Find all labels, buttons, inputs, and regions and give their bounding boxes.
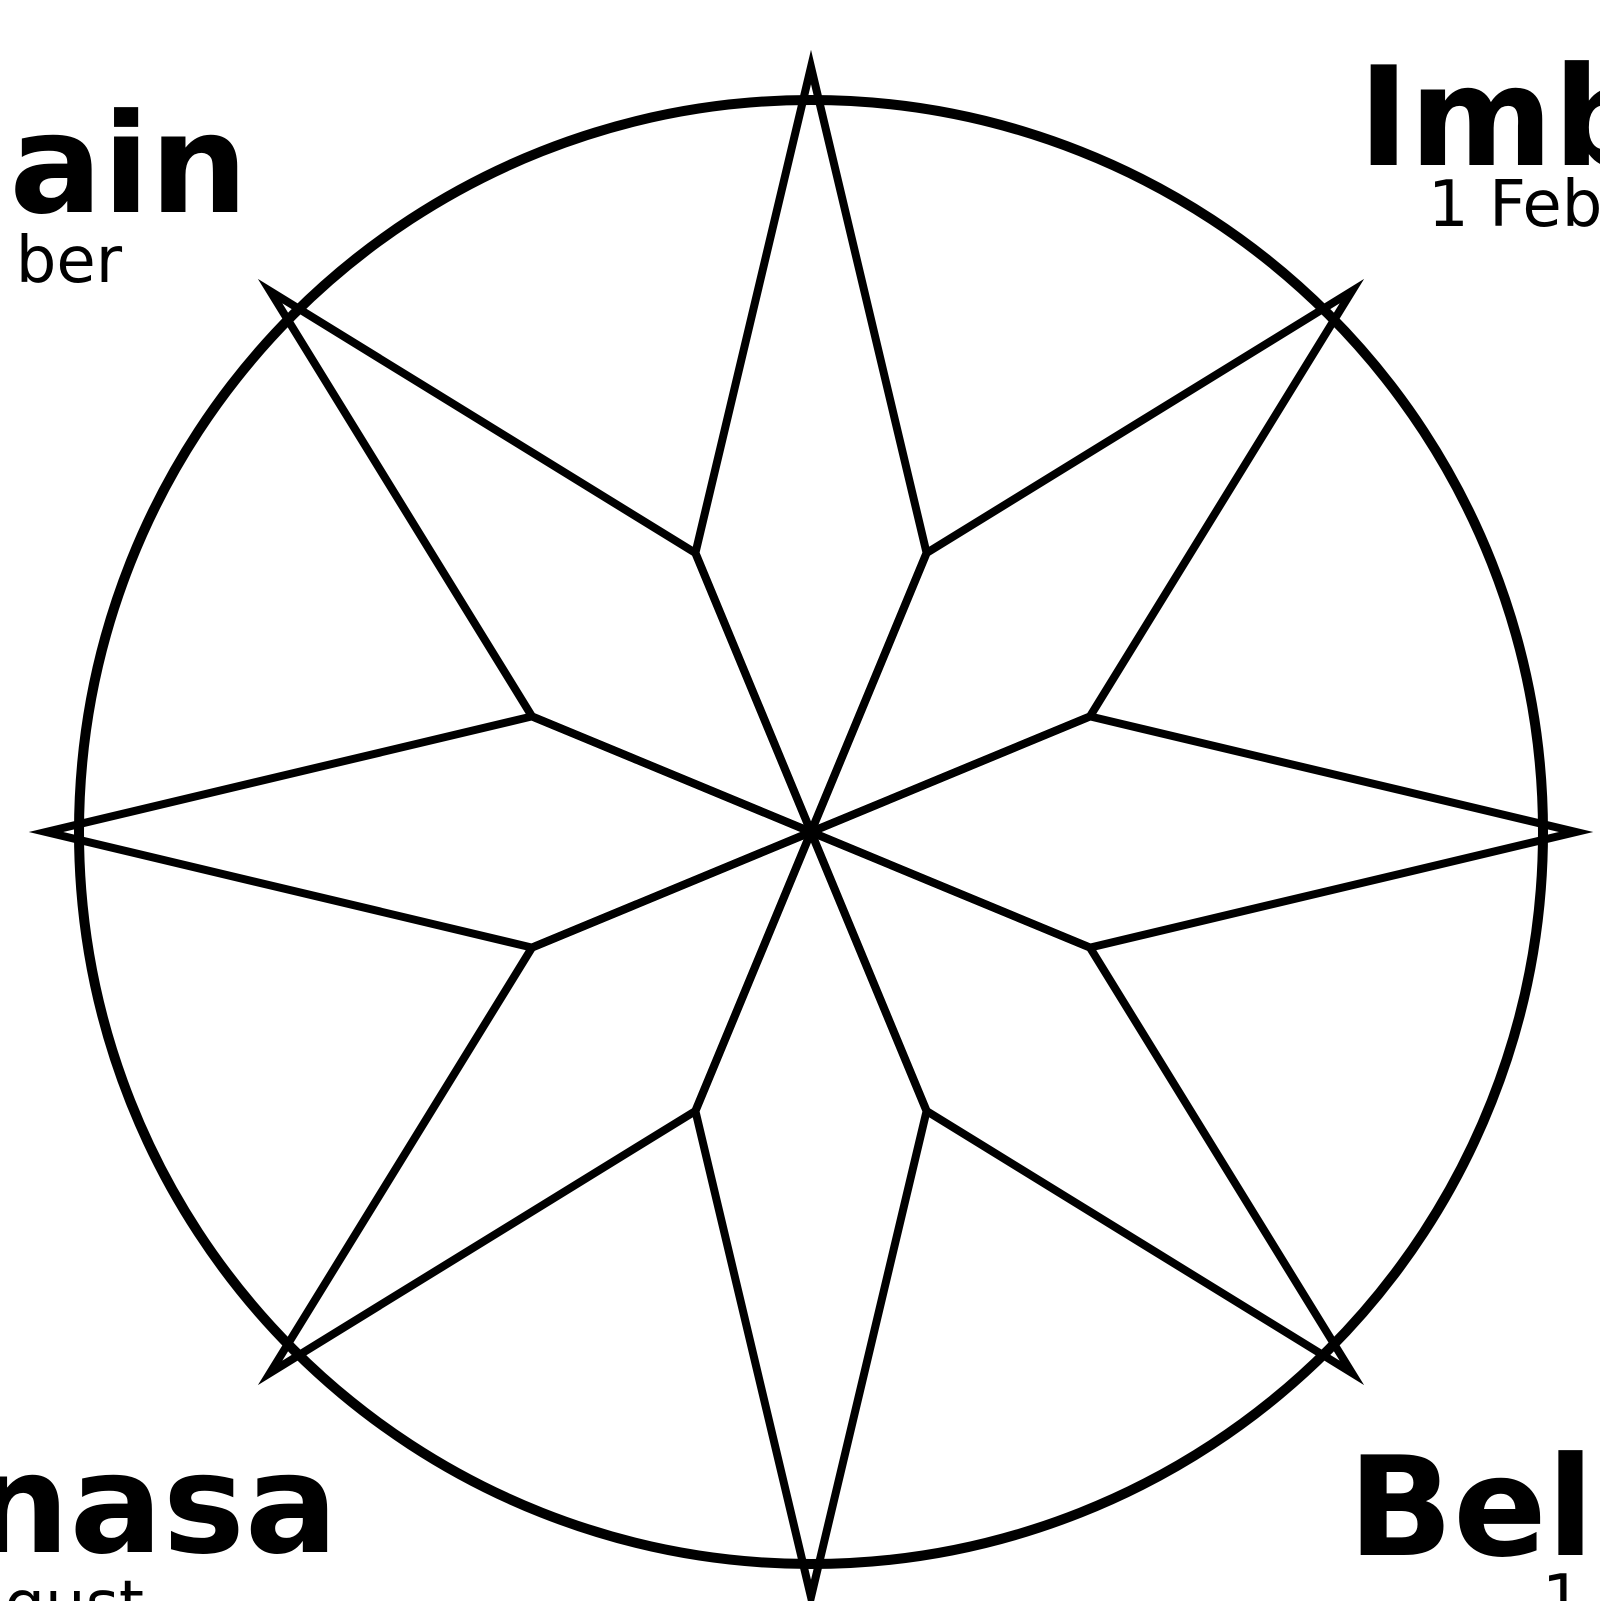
festival-date-beltane: 1 [1542, 1562, 1583, 1601]
festival-date-lughnasa: gust [4, 1568, 144, 1601]
festival-imbolc: Imb 1 Feb [1358, 37, 1600, 242]
festival-name-lughnasa: nasa [0, 1424, 338, 1585]
festival-beltane: Bel 1 [1348, 1427, 1594, 1601]
star-point-w [28, 712, 822, 952]
festival-name-beltane: Bel [1348, 1427, 1594, 1588]
star-point-s [691, 821, 931, 1601]
star-point-se [803, 824, 1365, 1386]
festival-lughnasa: nasa gust [0, 1424, 338, 1601]
star-point-e [800, 712, 1594, 952]
festival-date-imbolc: 1 Feb [1428, 168, 1600, 242]
star-point-nw [257, 278, 819, 840]
festival-samhain: hain ber [0, 84, 248, 298]
star-point-ne [803, 278, 1365, 840]
eight-pointed-star [28, 49, 1594, 1601]
festival-date-samhain: ber [16, 224, 123, 298]
festival-name-samhain: hain [0, 84, 248, 245]
outer-circle [74, 95, 1548, 1569]
star-point-n [691, 49, 931, 843]
star-point-sw [257, 824, 819, 1386]
festival-name-imbolc: Imb [1358, 37, 1600, 198]
